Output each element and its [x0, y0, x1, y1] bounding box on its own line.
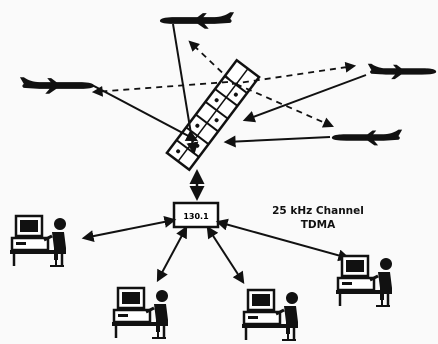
- downlink-dashed-left: [91, 81, 229, 97]
- uplink-right-aircraft: [242, 74, 367, 123]
- link-workstation-left: [81, 215, 177, 243]
- downlink-dashed-top: [188, 40, 231, 81]
- downlink-dashed-right: [231, 61, 357, 85]
- link-workstation-bottom-left: [156, 225, 188, 283]
- computer-workstation-icon-bottom-right: [240, 288, 300, 342]
- airplane-icon-left: [19, 77, 95, 94]
- frequency-label: 130.1: [183, 212, 209, 221]
- airplane-icon-right: [367, 63, 437, 80]
- uplink-lower-right-aircraft: [223, 135, 331, 148]
- uplink-left-aircraft: [91, 84, 199, 142]
- airplane-icon-top: [159, 12, 235, 29]
- computer-workstation-icon-bottom-left: [110, 286, 170, 340]
- link-workstation-right: [215, 218, 351, 262]
- link-workstation-bottom-right: [206, 225, 245, 285]
- computer-workstation-icon-right: [334, 254, 394, 308]
- channel-label-line2: TDMA: [301, 219, 336, 231]
- airplane-icon-lower-right: [331, 129, 403, 146]
- computer-workstation-icon-left: [8, 214, 68, 268]
- channel-label-line1: 25 kHz Channel: [272, 205, 364, 217]
- ground-station-box: 130.1: [172, 201, 220, 229]
